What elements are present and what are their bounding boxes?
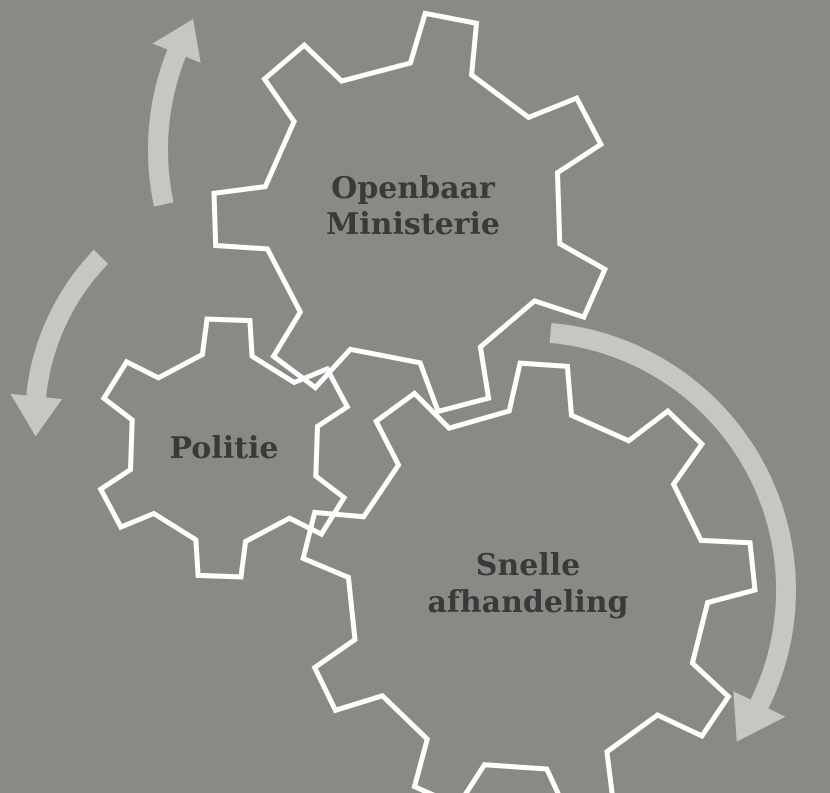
gears-layer: OpenbaarMinisteriePolitieSnelleafhandeli… (97, 10, 758, 793)
gear-shape-openbaar-ministerie (211, 10, 609, 415)
left-arrow (10, 249, 109, 437)
right-arrow (549, 323, 796, 742)
gear-label-snelle-afhandeling-line-1: Snelle (476, 548, 580, 583)
gear-label-openbaar-ministerie-line-1: Openbaar (331, 171, 496, 206)
arrows-layer (10, 19, 796, 742)
gear-label-politie-line-1: Politie (170, 431, 279, 466)
top-left-arrow (147, 19, 201, 207)
gear-label-openbaar-ministerie-line-2: Ministerie (326, 207, 500, 242)
gear-shape-politie (97, 316, 351, 580)
gear-politie: Politie (97, 316, 351, 580)
gear-shape-snelle-afhandeling (300, 360, 758, 793)
gear-label-snelle-afhandeling-line-2: afhandeling (427, 585, 628, 620)
